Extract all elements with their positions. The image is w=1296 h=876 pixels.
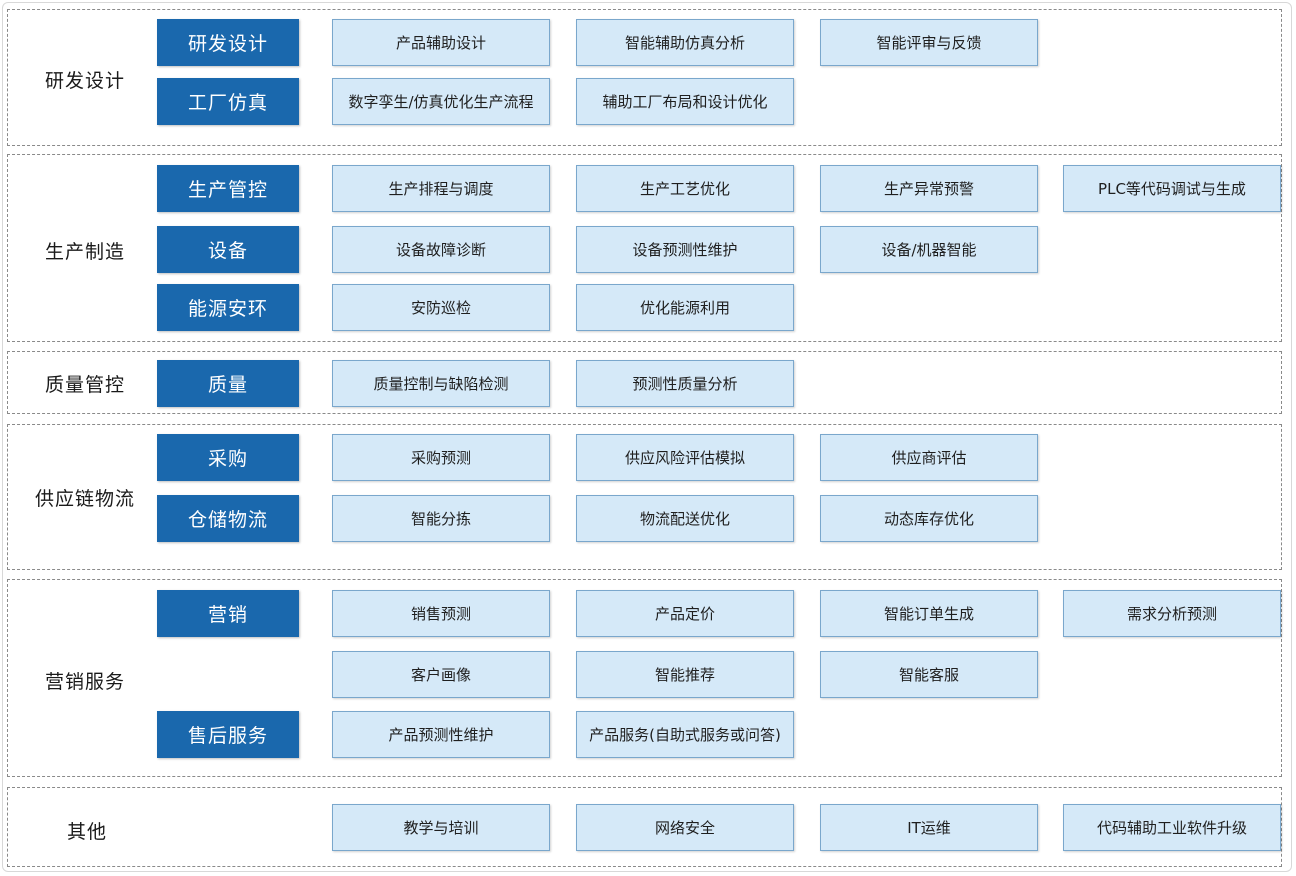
- sub-category-energy-safety: 能源安环: [157, 284, 299, 331]
- item-pricing: 产品定价: [576, 590, 794, 637]
- item-smart-sorting: 智能分拣: [332, 495, 550, 542]
- section-label-rd-design: 研发设计: [45, 70, 126, 92]
- section-supply-chain: [7, 424, 1282, 570]
- sub-category-rd-design: 研发设计: [157, 19, 299, 66]
- item-simulation-analysis: 智能辅助仿真分析: [576, 19, 794, 66]
- item-delivery-optimization: 物流配送优化: [576, 495, 794, 542]
- sub-category-warehouse-logistics: 仓储物流: [157, 495, 299, 542]
- item-software-upgrade: 代码辅助工业软件升级: [1063, 804, 1281, 851]
- section-label-marketing-service: 营销服务: [45, 671, 126, 693]
- sub-category-production-control: 生产管控: [157, 165, 299, 212]
- item-process-optimization: 生产工艺优化: [576, 165, 794, 212]
- item-review-feedback: 智能评审与反馈: [820, 19, 1038, 66]
- item-defect-detection: 质量控制与缺陷检测: [332, 360, 550, 407]
- item-security-patrol: 安防巡检: [332, 284, 550, 331]
- item-plc-code: PLC等代码调试与生成: [1063, 165, 1281, 212]
- section-label-supply-chain: 供应链物流: [35, 488, 136, 510]
- section-label-other: 其他: [67, 821, 108, 843]
- sub-category-equipment: 设备: [157, 226, 299, 273]
- item-machine-intelligence: 设备/机器智能: [820, 226, 1038, 273]
- item-training: 教学与培训: [332, 804, 550, 851]
- section-rd-design: [7, 9, 1282, 146]
- item-sales-forecast: 销售预测: [332, 590, 550, 637]
- item-energy-optimization: 优化能源利用: [576, 284, 794, 331]
- section-label-manufacturing: 生产制造: [45, 241, 126, 263]
- sub-category-factory-sim: 工厂仿真: [157, 78, 299, 125]
- item-product-service: 产品服务(自助式服务或问答): [576, 711, 794, 758]
- item-order-generation: 智能订单生成: [820, 590, 1038, 637]
- section-other: [7, 787, 1282, 867]
- item-procurement-forecast: 采购预测: [332, 434, 550, 481]
- item-digital-twin: 数字孪生/仿真优化生产流程: [332, 78, 550, 125]
- sub-category-marketing: 营销: [157, 590, 299, 637]
- section-marketing-service: [7, 579, 1282, 777]
- item-network-security: 网络安全: [576, 804, 794, 851]
- section-label-quality: 质量管控: [45, 374, 126, 396]
- item-it-ops: IT运维: [820, 804, 1038, 851]
- item-supply-risk: 供应风险评估模拟: [576, 434, 794, 481]
- section-quality: [7, 351, 1282, 414]
- item-product-maintenance: 产品预测性维护: [332, 711, 550, 758]
- item-product-design: 产品辅助设计: [332, 19, 550, 66]
- item-predictive-quality: 预测性质量分析: [576, 360, 794, 407]
- item-predictive-maintenance: 设备预测性维护: [576, 226, 794, 273]
- sub-category-procurement: 采购: [157, 434, 299, 481]
- item-inventory-optimization: 动态库存优化: [820, 495, 1038, 542]
- item-customer-profile: 客户画像: [332, 651, 550, 698]
- section-manufacturing: [7, 154, 1282, 342]
- item-anomaly-warning: 生产异常预警: [820, 165, 1038, 212]
- item-fault-diagnosis: 设备故障诊断: [332, 226, 550, 273]
- sub-category-quality: 质量: [157, 360, 299, 407]
- item-customer-service: 智能客服: [820, 651, 1038, 698]
- item-factory-layout: 辅助工厂布局和设计优化: [576, 78, 794, 125]
- item-scheduling: 生产排程与调度: [332, 165, 550, 212]
- item-supplier-evaluation: 供应商评估: [820, 434, 1038, 481]
- sub-category-after-sales: 售后服务: [157, 711, 299, 758]
- item-demand-forecast: 需求分析预测: [1063, 590, 1281, 637]
- item-recommendation: 智能推荐: [576, 651, 794, 698]
